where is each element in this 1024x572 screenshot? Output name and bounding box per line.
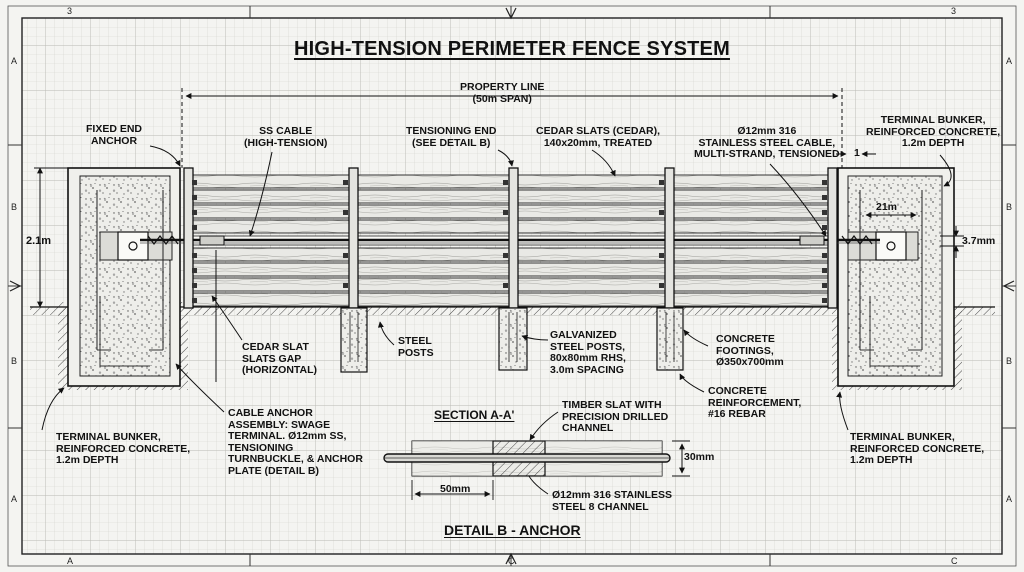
zone-label-left-3: B	[11, 356, 18, 366]
left-terminal-bunker	[58, 167, 188, 390]
cable-anchor-assembly-label: CABLE ANCHOR ASSEMBLY: SWAGE TERMINAL. Ø…	[228, 407, 363, 477]
bunker-width-dimension: 21m	[876, 201, 898, 213]
ss-cable-label: SS CABLE (HIGH-TENSION)	[244, 125, 328, 149]
timber-slat-label: TIMBER SLAT WITH PRECISION DRILLED CHANN…	[562, 399, 669, 434]
gap-dimension: 1	[854, 147, 860, 159]
zone-label-left-4: A	[11, 494, 18, 504]
zone-label-right-1: A	[1006, 56, 1013, 66]
terminal-bunker-right-label: TERMINAL BUNKER, REINFORCED CONCRETE, 1.…	[850, 431, 985, 466]
steel-posts-label: STEEL POSTS	[398, 335, 434, 359]
concrete-footings	[340, 307, 684, 373]
zone-label-left-1: A	[11, 56, 18, 66]
section-detail	[383, 440, 690, 500]
cable-offset-dimension: 3.7mm	[962, 235, 996, 247]
zone-label-bottom-2: C	[508, 556, 515, 566]
page-title: HIGH-TENSION PERIMETER FENCE SYSTEM	[294, 38, 730, 60]
zone-label-bottom-3: C	[951, 556, 958, 566]
fixed-end-anchor-label: FIXED END ANCHOR	[86, 123, 143, 147]
terminal-bunker-top-label: TERMINAL BUNKER, REINFORCED CONCRETE, 1.…	[866, 114, 1001, 149]
concrete-reinforcement-label: CONCRETE REINFORCEMENT, #16 REBAR	[708, 385, 802, 420]
concrete-footings-label: CONCRETE FOOTINGS, Ø350x700mm	[716, 333, 784, 368]
height-dimension: 2.1m	[26, 235, 52, 247]
zone-label-left-2: B	[11, 202, 18, 212]
zone-label-right-3: B	[1006, 356, 1013, 366]
steel-cable-label: Ø12mm 316 STAINLESS STEEL CABLE, MULTI-S…	[694, 125, 840, 160]
zone-label-bottom-1: A	[67, 556, 74, 566]
zone-label-right-4: A	[1006, 494, 1013, 504]
section-title: SECTION A-A'	[434, 408, 515, 422]
detail-title: DETAIL B - ANCHOR	[444, 522, 581, 538]
stainless-channel-label: Ø12mm 316 STAINLESS STEEL 8 CHANNEL	[552, 489, 673, 513]
right-terminal-bunker	[832, 167, 962, 390]
zone-label-right-2: B	[1006, 202, 1013, 212]
property-line-label: PROPERTY LINE (50m SPAN)	[460, 81, 545, 105]
tensioning-end-label: TENSIONING END (SEE DETAIL B)	[406, 125, 497, 149]
terminal-bunker-left-label: TERMINAL BUNKER, REINFORCED CONCRETE, 1.…	[56, 431, 191, 466]
cedar-slat-gap-label: CEDAR SLAT SLATS GAP (HORIZONTAL)	[242, 341, 318, 376]
galvanized-posts-label: GALVANIZED STEEL POSTS, 80x80mm RHS, 3.0…	[550, 329, 626, 376]
zone-label-top-right: 3	[951, 6, 957, 16]
cedar-slats-label: CEDAR SLATS (CEDAR), 140x20mm, TREATED	[536, 125, 661, 149]
zone-label-top-left: 3	[67, 6, 73, 16]
section-width-dimension: 50mm	[440, 483, 471, 495]
section-height-dimension: 30mm	[684, 451, 715, 463]
